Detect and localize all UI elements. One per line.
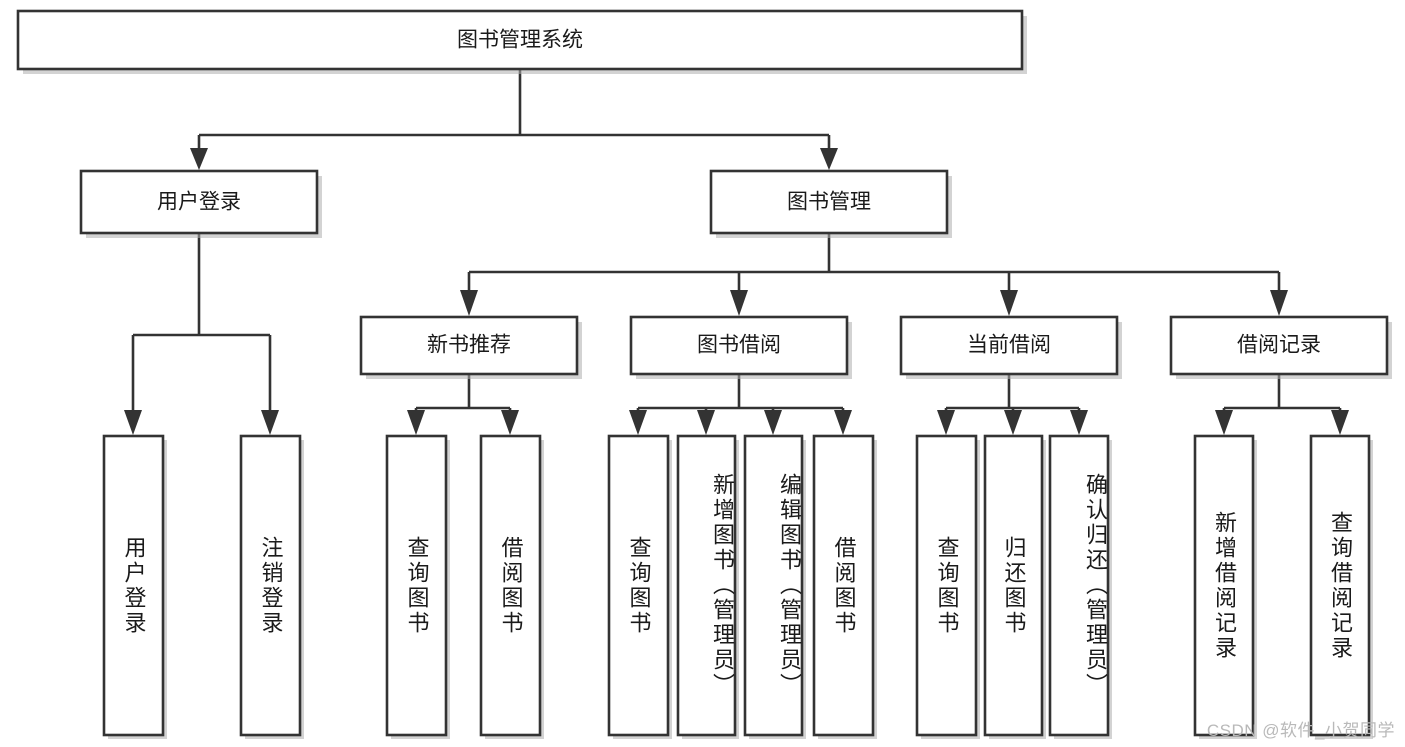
node-book-borrow-box[interactable] (629, 315, 849, 376)
node-new-book-recommend-label: 新书推荐 (427, 334, 511, 357)
node-current-borrow-box[interactable] (899, 315, 1119, 376)
leaf-user-login-box[interactable] (102, 434, 165, 737)
node-borrow-records-label: 借阅记录 (1237, 334, 1321, 357)
watermark-text: CSDN @软件_小贺同学 (1206, 721, 1395, 740)
leaf-query-book-3-box[interactable] (915, 434, 978, 737)
node-user-login[interactable]: 用户登录 (79, 169, 322, 238)
arrow-head-leaf-query-book-1 (407, 410, 425, 435)
arrow-head-new-book-recommend (460, 290, 478, 316)
leaf-query-borrow-record-box[interactable] (1309, 434, 1371, 737)
arrow-head-leaf-borrow-book-2 (834, 410, 852, 435)
arrow-head-borrow-records (1270, 290, 1288, 316)
node-book-borrow-label: 图书借阅 (697, 334, 781, 357)
leaf-add-borrow-record-box[interactable] (1193, 434, 1255, 737)
arrow-head-leaf-user-login (124, 410, 142, 435)
arrow-head-leaf-query-book-2 (629, 410, 647, 435)
leaf-box-layer (102, 434, 1373, 739)
arrow-head-leaf-return-book (1004, 410, 1022, 435)
leaf-add-book-admin-box[interactable] (676, 434, 737, 737)
leaf-borrow-book-1-box[interactable] (479, 434, 542, 737)
leaf-borrow-book-2-box[interactable] (812, 434, 875, 737)
node-user-login-label: 用户登录 (157, 191, 241, 214)
arrow-head-user-login (190, 148, 208, 170)
arrow-head-book-management (820, 148, 838, 170)
node-new-book-recommend-box[interactable] (359, 315, 579, 376)
node-root[interactable]: 图书管理系统 (16, 9, 1027, 74)
leaf-return-book-box[interactable] (983, 434, 1044, 737)
node-current-borrow[interactable]: 当前借阅 (899, 315, 1122, 379)
node-user-login-box[interactable] (79, 169, 319, 235)
connector-layer (124, 69, 1349, 435)
arrow-head-leaf-borrow-book-1 (501, 410, 519, 435)
node-book-management[interactable]: 图书管理 (709, 169, 952, 238)
leaf-query-book-2-box[interactable] (607, 434, 670, 737)
node-book-borrow[interactable]: 图书借阅 (629, 315, 852, 379)
node-current-borrow-label: 当前借阅 (967, 334, 1051, 357)
node-borrow-records[interactable]: 借阅记录 (1169, 315, 1392, 379)
arrow-head-leaf-query-book-3 (937, 410, 955, 435)
leaf-logout-box[interactable] (239, 434, 302, 737)
arrow-head-leaf-add-book-admin (697, 410, 715, 435)
node-root-box[interactable] (16, 9, 1024, 71)
node-root-label: 图书管理系统 (457, 29, 583, 52)
leaf-query-book-1-box[interactable] (385, 434, 448, 737)
node-new-book-recommend[interactable]: 新书推荐 (359, 315, 582, 379)
node-book-management-label: 图书管理 (787, 191, 871, 214)
leaf-edit-book-admin-box[interactable] (743, 434, 804, 737)
arrow-head-leaf-logout (261, 410, 279, 435)
leaf-confirm-return-admin-box[interactable] (1048, 434, 1110, 737)
arrow-head-current-borrow (1000, 290, 1018, 316)
arrow-head-book-borrow (730, 290, 748, 316)
node-book-management-box[interactable] (709, 169, 949, 235)
arrow-head-leaf-query-borrow-record (1331, 410, 1349, 435)
node-borrow-records-box[interactable] (1169, 315, 1389, 376)
arrow-head-leaf-edit-book-admin (764, 410, 782, 435)
arrow-head-leaf-confirm-return-admin (1070, 410, 1088, 435)
arrow-head-leaf-add-borrow-record (1215, 410, 1233, 435)
